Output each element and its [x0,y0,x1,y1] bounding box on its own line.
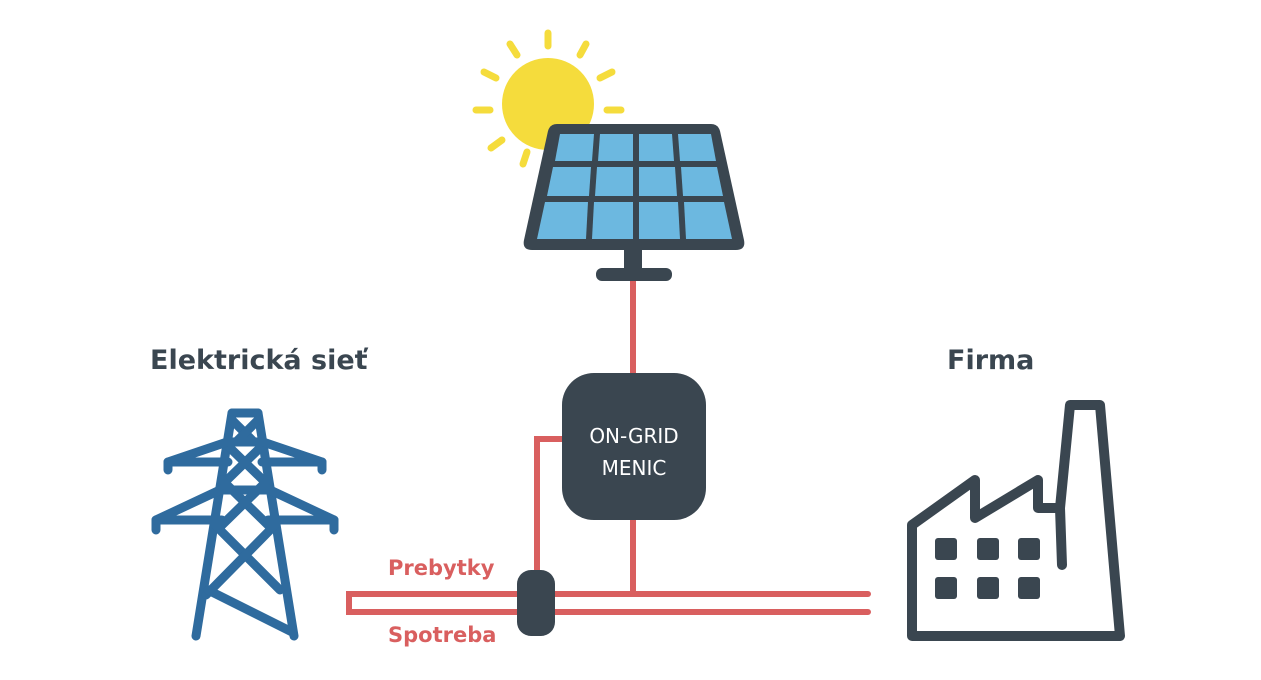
surplus-label: Prebytky [388,556,495,580]
wires [346,277,871,615]
consumption-label: Spotreba [388,623,497,647]
solar-panel-icon [523,124,745,281]
factory-icon [907,400,1125,641]
meter-icon [517,570,555,636]
inverter-label-line2: MENIC [601,456,667,480]
inverter-box [562,373,706,520]
power-tower-icon [151,408,339,641]
inverter-label-line1: ON-GRID [589,424,679,448]
inverter-to-meter-wire [534,436,565,578]
inverter-label: ON-GRID MENIC [559,420,709,484]
grid-label: Elektrická sieť [150,345,368,376]
company-label: Firma [947,345,1035,376]
grid-bus-loop [346,591,871,615]
